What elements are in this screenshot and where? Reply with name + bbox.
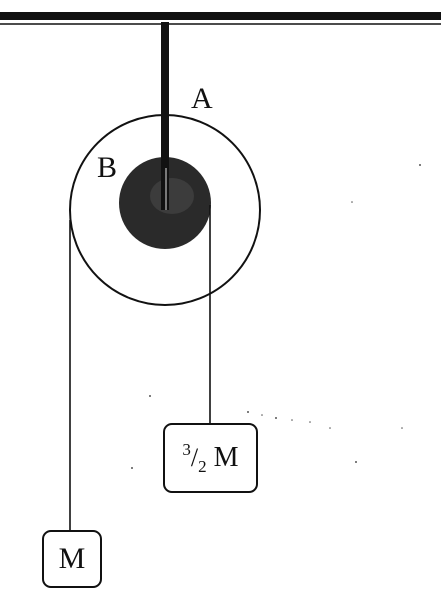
suspension-rod <box>161 22 169 210</box>
fraction-denominator: 2 <box>198 456 207 476</box>
mass-m-label: M <box>58 542 86 575</box>
scan-noise <box>131 164 421 469</box>
label-b: B <box>97 151 118 184</box>
label-a: A <box>191 82 213 115</box>
mass-three-halves-m: 3/2 M <box>163 423 258 493</box>
hub-speckle <box>150 178 194 214</box>
ceiling-bar <box>0 12 441 20</box>
mass-three-halves-m-label: 3/2 M <box>182 440 238 477</box>
mass-unit: M <box>213 441 239 473</box>
fraction-numerator: 3 <box>182 439 191 459</box>
fraction-slash: / <box>190 442 199 472</box>
mass-m: M <box>42 530 102 588</box>
